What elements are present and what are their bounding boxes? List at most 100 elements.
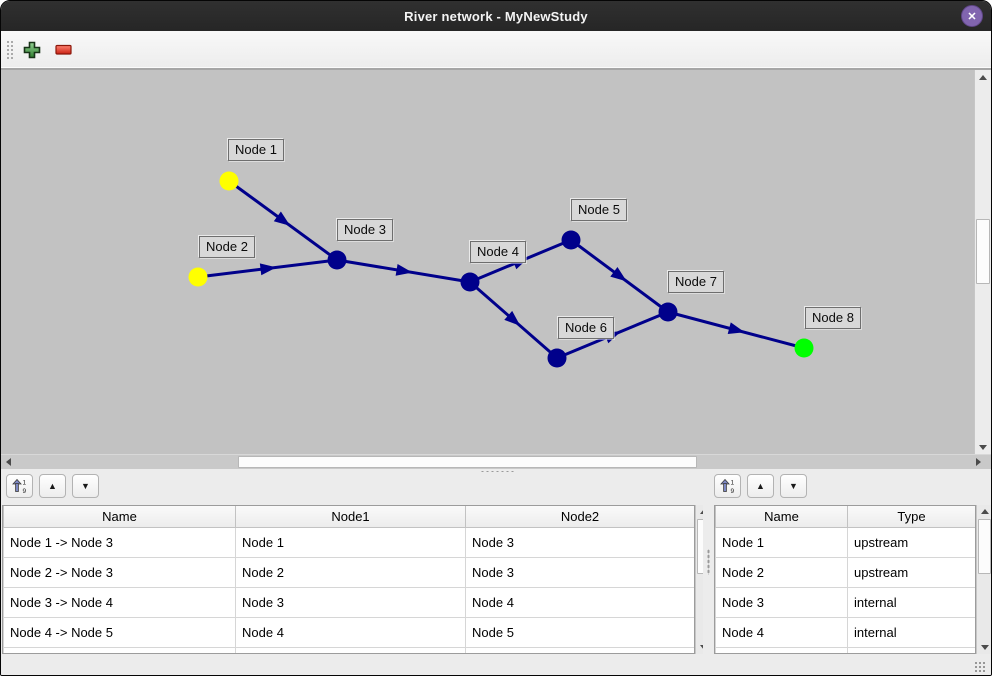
move-down-button[interactable]: ▼	[72, 474, 99, 498]
svg-text:1: 1	[22, 480, 26, 487]
table-cell[interactable]	[847, 646, 975, 653]
table-cell[interactable]	[465, 646, 694, 653]
sort-ascending-icon: 1 9	[719, 478, 734, 494]
move-up-button[interactable]: ▲	[39, 474, 66, 498]
table-row[interactable]	[715, 646, 975, 653]
toolbar-divider	[1, 68, 991, 70]
titlebar[interactable]: River network - MyNewStudy ✕	[1, 1, 991, 31]
flow-arrow-icon	[259, 263, 277, 276]
node-node-1[interactable]	[219, 171, 239, 191]
splitter-handle-icon	[480, 470, 516, 473]
status-bar	[1, 657, 991, 675]
scroll-down-arrow[interactable]	[975, 440, 991, 454]
sort-ascending-icon: 1 9	[11, 478, 26, 494]
table-cell[interactable]: upstream	[847, 526, 975, 558]
scroll-up-arrow[interactable]	[975, 70, 991, 84]
table-cell[interactable]: Node 4 -> Node 5	[3, 616, 236, 648]
scroll-up-arrow[interactable]	[977, 505, 991, 518]
table-cell[interactable]: Node 3	[235, 586, 466, 618]
node-node-7[interactable]	[658, 302, 678, 322]
node-label-node-1: Node 1	[228, 139, 284, 161]
node-node-2[interactable]	[188, 267, 208, 287]
scroll-right-arrow[interactable]	[971, 455, 985, 469]
table-cell[interactable]: Node 4	[465, 586, 694, 618]
toolbar-drag-handle[interactable]	[6, 40, 13, 60]
table-cell[interactable]: Node 5	[465, 616, 694, 648]
table-cell[interactable]	[3, 646, 236, 653]
table-cell[interactable]: Node 3	[715, 586, 848, 618]
sort-button[interactable]: 1 9	[6, 474, 33, 498]
table-cell[interactable]	[235, 646, 466, 653]
table-cell[interactable]: Node 4	[235, 616, 466, 648]
table-cell[interactable]: Node 1	[715, 526, 848, 558]
main-toolbar	[1, 31, 991, 68]
table-cell[interactable]: Node 2 -> Node 3	[3, 556, 236, 588]
scroll-left-arrow[interactable]	[1, 455, 15, 469]
move-down-button[interactable]: ▼	[780, 474, 807, 498]
node-node-6[interactable]	[547, 348, 567, 368]
node-node-8[interactable]	[794, 338, 814, 358]
column-header-node1[interactable]: Node1	[235, 506, 466, 528]
flow-arrow-icon	[610, 267, 627, 282]
up-triangle-icon: ▲	[48, 481, 57, 491]
node-label-node-8: Node 8	[805, 307, 861, 329]
resize-grip[interactable]	[974, 661, 987, 673]
column-header-type[interactable]: Type	[847, 506, 975, 528]
table-cell[interactable]: upstream	[847, 556, 975, 588]
table-cell[interactable]: Node 3 -> Node 4	[3, 586, 236, 618]
table-cell[interactable]: internal	[847, 586, 975, 618]
canvas-vertical-scrollbar	[974, 70, 991, 454]
column-header-node2[interactable]: Node2	[465, 506, 694, 528]
canvas-horizontal-scrollbar	[1, 454, 991, 469]
node-node-5[interactable]	[561, 230, 581, 250]
close-button[interactable]: ✕	[961, 5, 983, 27]
window-title: River network - MyNewStudy	[404, 8, 588, 24]
scroll-thumb[interactable]	[978, 519, 991, 574]
scroll-thumb[interactable]	[976, 219, 990, 284]
table-cell[interactable]: Node 1 -> Node 3	[3, 526, 236, 558]
horizontal-splitter[interactable]	[1, 469, 991, 474]
close-icon: ✕	[967, 10, 977, 23]
nodes-table-toolbar: 1 9 ▲ ▼	[714, 474, 807, 498]
column-header-name[interactable]: Name	[715, 506, 848, 528]
table-cell[interactable]: Node 2	[235, 556, 466, 588]
table-row[interactable]	[3, 646, 694, 653]
edges-table-toolbar: 1 9 ▲ ▼	[6, 474, 99, 498]
move-up-button[interactable]: ▲	[747, 474, 774, 498]
node-node-4[interactable]	[460, 272, 480, 292]
table-cell[interactable]	[715, 646, 848, 653]
table-cell[interactable]: Node 1	[235, 526, 466, 558]
scroll-thumb[interactable]	[238, 456, 697, 468]
table-cell[interactable]: Node 3	[465, 526, 694, 558]
remove-button[interactable]	[53, 40, 73, 60]
node-label-node-3: Node 3	[337, 219, 393, 241]
node-label-node-4: Node 4	[470, 241, 526, 263]
node-node-3[interactable]	[327, 250, 347, 270]
nodes-table-scrollbar	[976, 505, 991, 654]
vertical-splitter[interactable]	[703, 505, 714, 654]
scroll-down-arrow[interactable]	[977, 641, 991, 654]
sort-button[interactable]: 1 9	[714, 474, 741, 498]
table-cell[interactable]: Node 4	[715, 616, 848, 648]
table-cell[interactable]: Node 3	[465, 556, 694, 588]
node-label-node-6: Node 6	[558, 317, 614, 339]
table-cell[interactable]: internal	[847, 616, 975, 648]
table-cell[interactable]: Node 2	[715, 556, 848, 588]
node-label-node-7: Node 7	[668, 271, 724, 293]
add-button[interactable]	[22, 40, 42, 60]
flow-arrow-icon	[273, 211, 291, 226]
column-header-name[interactable]: Name	[3, 506, 236, 528]
